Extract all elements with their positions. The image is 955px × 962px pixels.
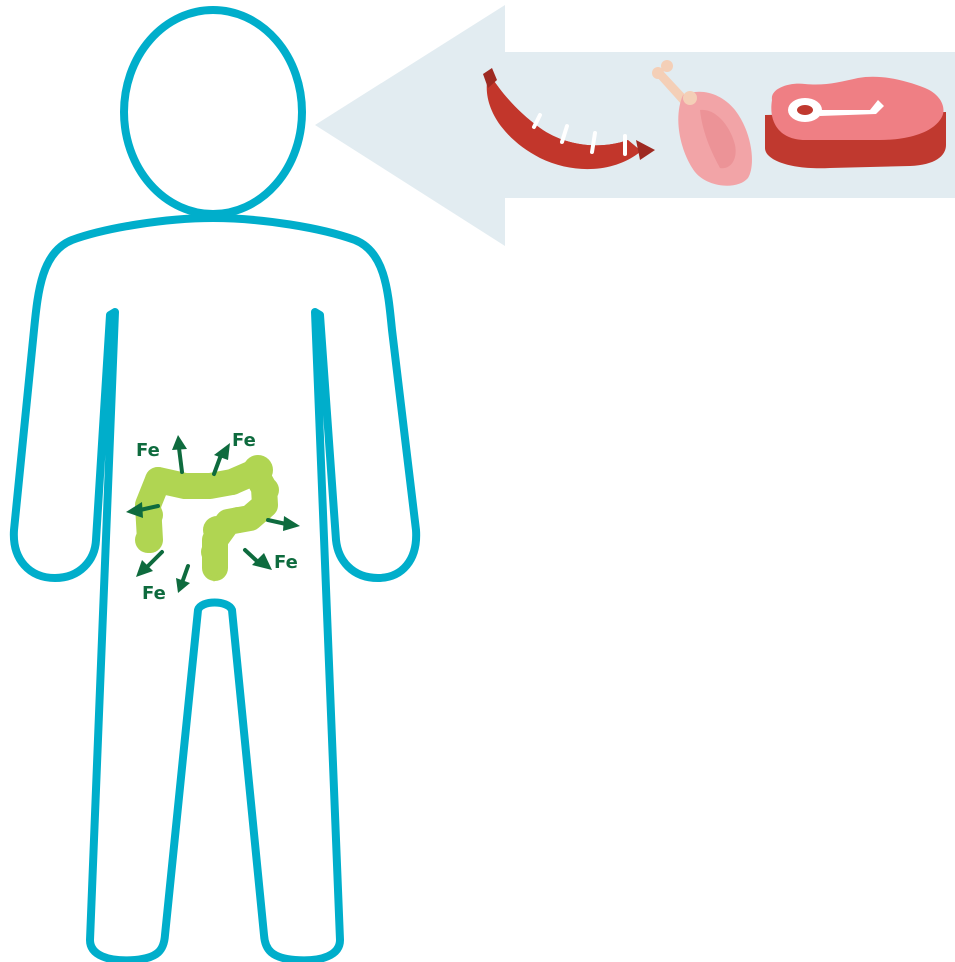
fe-label-top-left: Fe xyxy=(136,440,160,461)
iron-arrow-down-right xyxy=(245,550,272,570)
torso-outline xyxy=(14,218,416,960)
iron-arrow-right xyxy=(268,516,300,531)
iron-arrow-down-left-1 xyxy=(136,552,162,577)
fe-label-top-right: Fe xyxy=(232,430,256,451)
fe-label-right: Fe xyxy=(274,552,298,573)
iron-arrow-down-left-2 xyxy=(176,566,190,593)
iron-arrow-up-left xyxy=(172,435,187,472)
iron-arrow-up-right xyxy=(214,443,230,474)
steak-icon xyxy=(765,77,946,169)
fe-label-bottom-left: Fe xyxy=(142,583,166,604)
head-outline xyxy=(124,10,302,214)
